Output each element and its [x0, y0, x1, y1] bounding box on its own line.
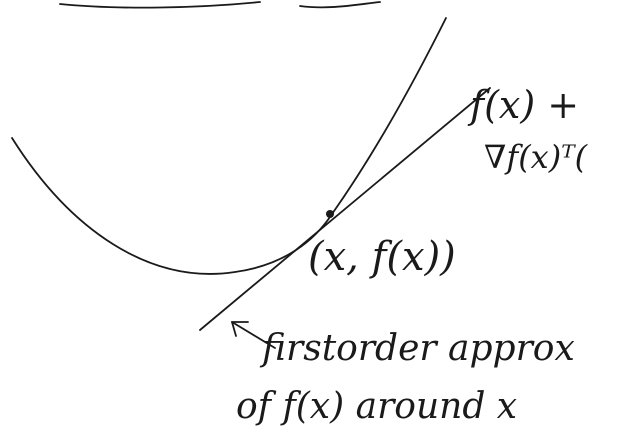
tangent-formula-line2: ∇f(x)ᵀ(	[484, 138, 589, 176]
tangent-formula-line1: f(x) +	[467, 83, 579, 127]
cropped-top-writing	[59, 1, 381, 9]
annotation-text-line1: firstorder approx	[259, 328, 575, 369]
annotation-arrow	[231, 321, 276, 349]
tangent-point	[326, 210, 334, 218]
convex-function-curve	[11, 17, 447, 275]
tangent-line	[199, 87, 491, 331]
annotation-text-line2: of f(x) around x	[236, 386, 517, 427]
tangent-point-label: (x, f(x))	[308, 234, 456, 280]
